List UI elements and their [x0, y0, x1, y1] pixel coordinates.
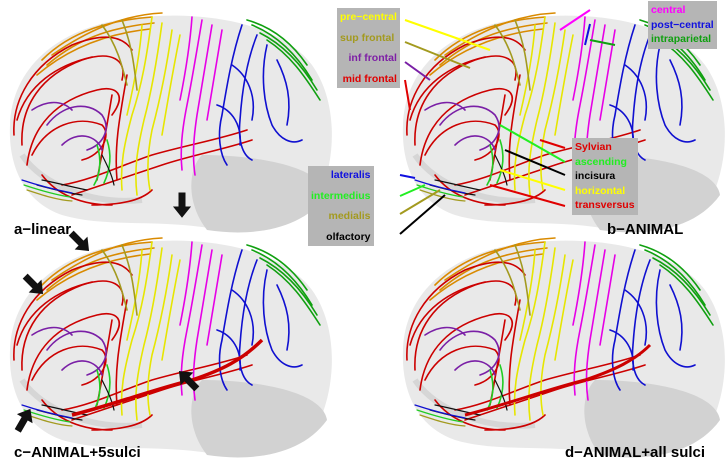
parietal-label-group: central post−central intraparietal — [648, 1, 717, 49]
label-sup-frontal: sup frontal — [340, 31, 395, 44]
label-pre-central: pre−central — [340, 11, 397, 23]
arrow-icon — [68, 230, 90, 252]
label-inf-frontal: inf frontal — [348, 52, 397, 64]
frontal-label-group: pre−central sup frontal inf frontal mid … — [337, 8, 400, 88]
label-post-central: post−central — [651, 18, 714, 31]
arrow-icon — [172, 192, 192, 218]
arrow-icon — [178, 370, 200, 392]
brain-panel-a — [10, 12, 332, 232]
brain-panel-c — [10, 237, 332, 457]
panel-label-a: a−linear — [14, 221, 72, 238]
label-horizontal: horizontal — [575, 184, 626, 197]
brain-panel-d — [403, 237, 725, 457]
label-mid-frontal: mid frontal — [342, 72, 397, 85]
label-intermedius: intermedius — [311, 189, 371, 202]
label-lateralis: lateralis — [330, 169, 371, 181]
label-incisura: incisura — [575, 170, 616, 182]
arrow-icon — [22, 273, 44, 295]
sylvian-label-group: Sylvian ascending incisura horizontal tr… — [572, 138, 638, 215]
leader-lines — [399, 9, 616, 235]
label-ascending: ascending — [575, 155, 627, 168]
panel-label-b: b−ANIMAL — [607, 221, 684, 238]
arrow-group — [14, 192, 200, 433]
arrow-icon — [14, 408, 33, 433]
panel-label-c: c−ANIMAL+5sulci — [14, 444, 141, 461]
panel-label-d: d−ANIMAL+all sulci — [565, 444, 706, 461]
label-central: central — [651, 4, 686, 16]
label-olfactory: olfactory — [326, 230, 371, 243]
label-intraparietal: intraparietal — [651, 33, 712, 45]
label-transversus: transversus — [575, 199, 635, 211]
label-medialis: medialis — [328, 210, 371, 222]
label-sylvian: Sylvian — [575, 141, 612, 153]
orbital-label-group: lateralis intermedius medialis olfactory — [308, 166, 374, 246]
